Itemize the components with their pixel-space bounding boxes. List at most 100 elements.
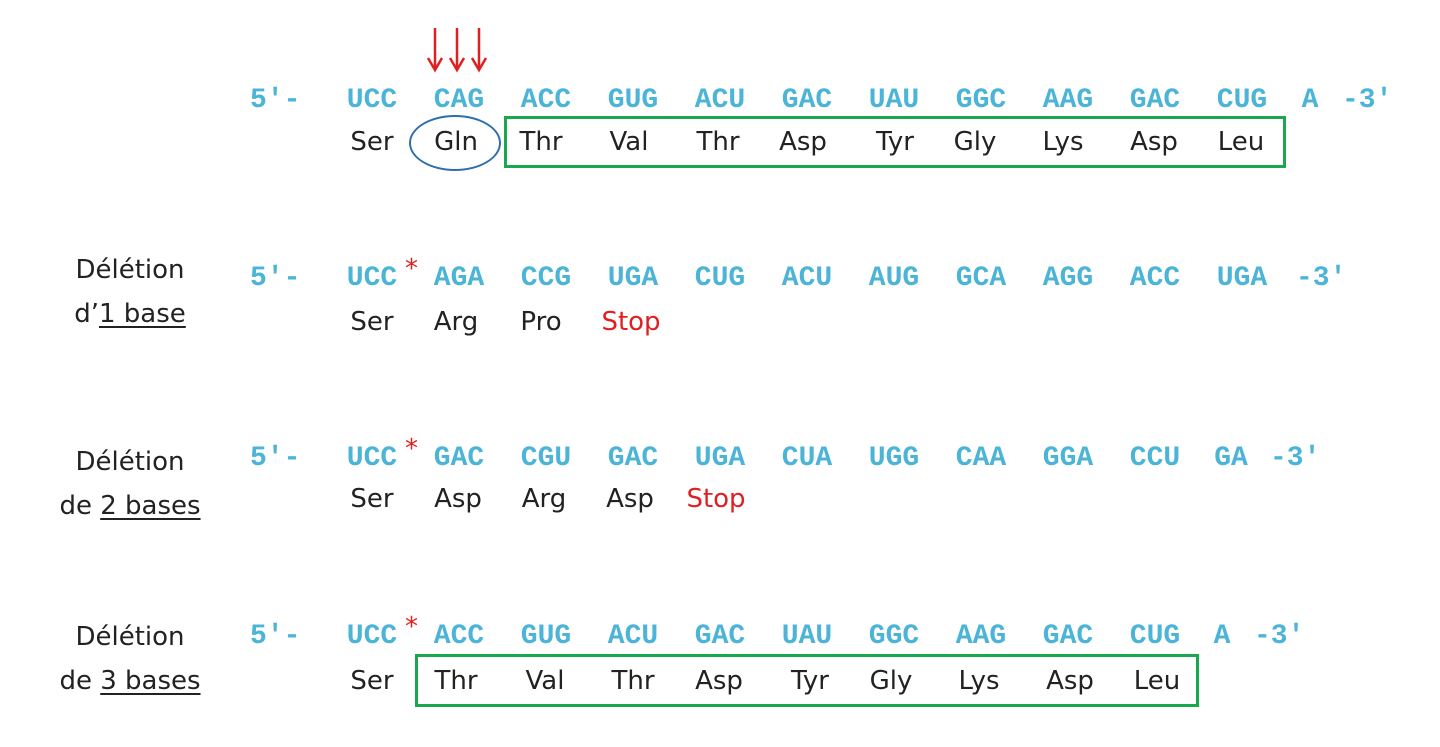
del3-codon: AAG bbox=[955, 621, 1007, 652]
del2-codon: GGA bbox=[1042, 443, 1094, 474]
original-amino-acid: Val bbox=[609, 127, 649, 157]
del1-label-line1: Délétion bbox=[75, 255, 185, 285]
del2-codon: UCC bbox=[346, 443, 398, 474]
del2-codon: CAA bbox=[955, 443, 1007, 474]
del3-amino-acid: Thr bbox=[434, 666, 478, 696]
del1-codon: GCA bbox=[955, 263, 1007, 294]
del3-codon: UAU bbox=[781, 621, 833, 652]
original-codon: AAG bbox=[1042, 85, 1094, 116]
del2-suffix: -3′ bbox=[1270, 443, 1321, 474]
del2-codon: UGG bbox=[868, 443, 920, 474]
del2-amino-acid: Ser bbox=[350, 484, 394, 514]
del2-codon: CUA bbox=[781, 443, 833, 474]
del1-label-underlined: 1 base bbox=[98, 299, 186, 329]
original-amino-acid: Thr bbox=[519, 127, 563, 157]
del3-amino-acid: Leu bbox=[1133, 666, 1181, 696]
del3-amino-acid: Val bbox=[525, 666, 565, 696]
original-codon: CUG bbox=[1216, 85, 1268, 116]
original-codon: UAU bbox=[868, 85, 920, 116]
original-amino-acid: Asp bbox=[779, 127, 827, 157]
del3-codon: CUG bbox=[1129, 621, 1181, 652]
gln-highlight-oval bbox=[409, 115, 501, 171]
del3-codon: ACC bbox=[433, 621, 485, 652]
original-codon: UCC bbox=[346, 85, 398, 116]
del3-amino-acid: Ser bbox=[350, 666, 394, 696]
del3-amino-acid: Tyr bbox=[791, 666, 829, 696]
original-amino-acid: Asp bbox=[1130, 127, 1178, 157]
del1-codon: ACC bbox=[1129, 263, 1181, 294]
del1-codon: UGA bbox=[1216, 263, 1268, 294]
del3-codon: A bbox=[1213, 621, 1231, 652]
del2-codon: CGU bbox=[520, 443, 572, 474]
del1-stop: Stop bbox=[601, 307, 661, 337]
del3-label-underlined: 3 bases bbox=[100, 666, 201, 696]
del3-amino-acid: Gly bbox=[869, 666, 913, 696]
deletion-marker: * bbox=[405, 254, 418, 284]
del1-codon: UCC bbox=[346, 263, 398, 294]
del3-codon: UCC bbox=[346, 621, 398, 652]
del2-amino-acid: Asp bbox=[606, 484, 654, 514]
del3-amino-acid: Asp bbox=[695, 666, 743, 696]
original-amino-acid: Tyr bbox=[876, 127, 914, 157]
del1-prefix: 5′- bbox=[250, 263, 301, 294]
del3-label-line2: de 3 bases bbox=[59, 666, 201, 696]
del3-codon: GAC bbox=[694, 621, 746, 652]
del1-codon: CCG bbox=[520, 263, 572, 294]
original-amino-acid: Gly bbox=[953, 127, 997, 157]
del2-amino-acid: Asp bbox=[434, 484, 482, 514]
original-codon: GAC bbox=[1129, 85, 1181, 116]
del1-label-line2: d’1 base bbox=[74, 299, 186, 329]
original-codon: A bbox=[1301, 85, 1319, 116]
del1-amino-acid: Pro bbox=[520, 307, 562, 337]
del3-codon: GUG bbox=[520, 621, 572, 652]
del3-codon: GAC bbox=[1042, 621, 1094, 652]
del1-codon: AGG bbox=[1042, 263, 1094, 294]
deletion-marker: * bbox=[405, 612, 418, 642]
del2-label-underlined: 2 bases bbox=[100, 491, 201, 521]
del1-amino-acid: Ser bbox=[350, 307, 394, 337]
del3-amino-acid: Lys bbox=[958, 666, 1000, 696]
del3-codon: ACU bbox=[607, 621, 659, 652]
del3-amino-acid: Thr bbox=[611, 666, 655, 696]
original-codon: ACU bbox=[694, 85, 746, 116]
original-amino-acid: Ser bbox=[350, 127, 394, 157]
del2-label-line1: Délétion bbox=[75, 447, 185, 477]
del1-amino-acid: Arg bbox=[433, 307, 479, 337]
original-codon: ACC bbox=[520, 85, 572, 116]
del2-amino-acid: Arg bbox=[521, 484, 567, 514]
del3-reading-frame-box bbox=[415, 654, 1199, 707]
original-amino-acid: Thr bbox=[696, 127, 740, 157]
deletion-arrows bbox=[426, 28, 488, 73]
original-suffix: -3′ bbox=[1342, 85, 1393, 116]
del1-codon: UGA bbox=[607, 263, 659, 294]
original-codon: GGC bbox=[955, 85, 1007, 116]
original-amino-acid: Leu bbox=[1217, 127, 1265, 157]
original-codon: GUG bbox=[607, 85, 659, 116]
del1-codon: AGA bbox=[433, 263, 485, 294]
original-codon: GAC bbox=[781, 85, 833, 116]
del3-label: Délétion de 3 bases bbox=[30, 615, 230, 703]
original-prefix: 5′- bbox=[250, 85, 301, 116]
del2-codon: GAC bbox=[607, 443, 659, 474]
del2-label: Délétion de 2 bases bbox=[30, 440, 230, 528]
del1-suffix: -3′ bbox=[1296, 263, 1347, 294]
deletion-marker: * bbox=[405, 434, 418, 464]
del2-codon: UGA bbox=[694, 443, 746, 474]
del2-codon: GAC bbox=[433, 443, 485, 474]
original-codon: CAG bbox=[433, 85, 485, 116]
original-reading-frame-box bbox=[504, 116, 1286, 168]
del2-codon: GA bbox=[1214, 443, 1248, 474]
del3-suffix: -3′ bbox=[1254, 621, 1305, 652]
del3-codon: GGC bbox=[868, 621, 920, 652]
del2-codon: CCU bbox=[1129, 443, 1181, 474]
del2-label-line2: de 2 bases bbox=[59, 491, 201, 521]
del1-label: Délétion d’1 base bbox=[30, 248, 230, 336]
del2-prefix: 5′- bbox=[250, 443, 301, 474]
del2-stop: Stop bbox=[686, 484, 746, 514]
del1-codon: CUG bbox=[694, 263, 746, 294]
del1-codon: ACU bbox=[781, 263, 833, 294]
original-amino-acid: Lys bbox=[1042, 127, 1084, 157]
del1-codon: AUG bbox=[868, 263, 920, 294]
del3-label-line1: Délétion bbox=[75, 622, 185, 652]
del3-prefix: 5′- bbox=[250, 621, 301, 652]
